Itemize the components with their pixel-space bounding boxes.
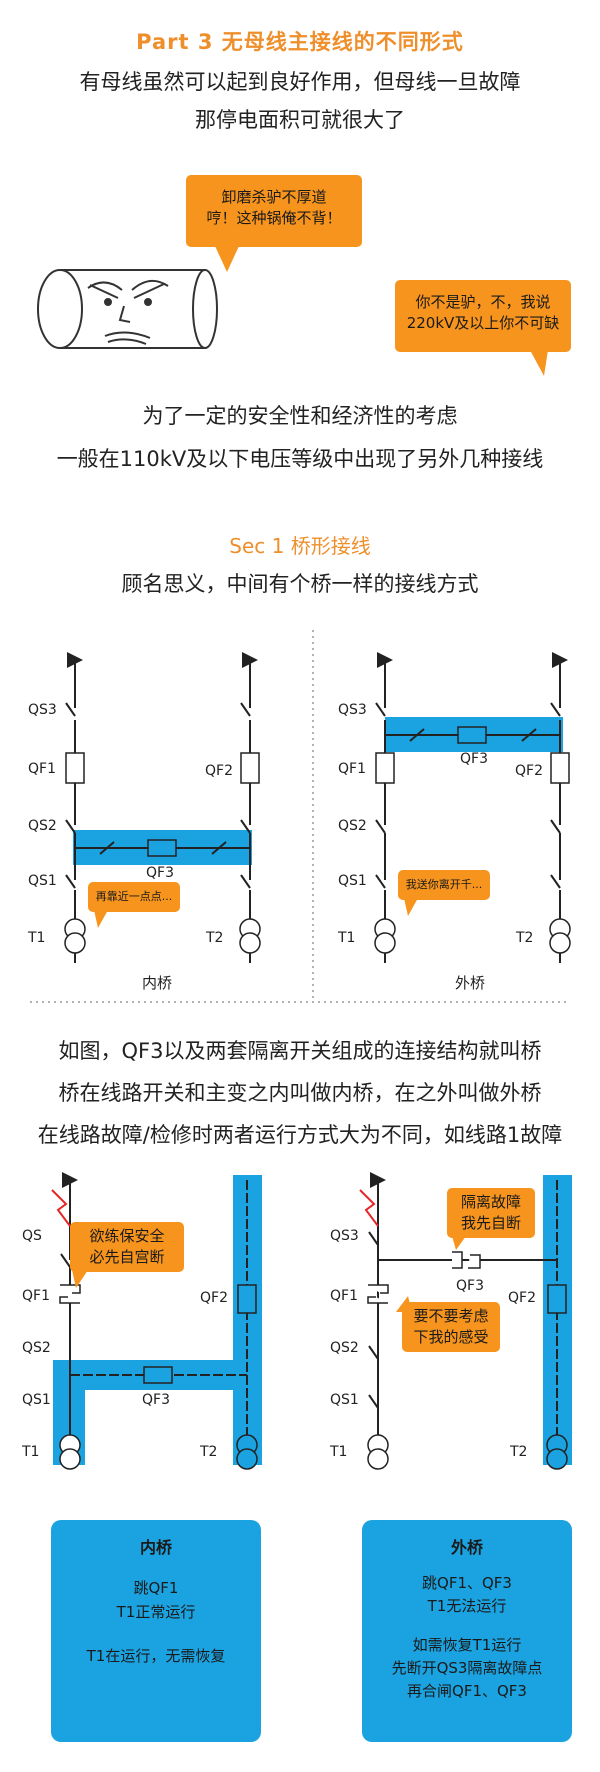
bubble-tail [396,1296,412,1312]
outer-fault-diagram: QS3 QF1 QF2 QS2 QS1 QF3 T1 T2 [329,1172,572,1470]
svg-text:QS3: QS3 [330,1228,359,1244]
bubble-text: 必先自宫断 [89,1248,165,1266]
svg-text:QF3: QF3 [460,751,488,767]
section-title: Sec 1 桥形接线 [229,534,371,558]
svg-text:T2: T2 [205,930,223,946]
summary-title: 外桥 [450,1538,483,1557]
outer-fault-bubble-2: 要不要考虑 下我的感受 [402,1302,500,1352]
svg-text:QS2: QS2 [28,818,57,834]
svg-text:QF3: QF3 [146,865,174,881]
reply-speech-bubble: 你不是驴，不，我说 220kV及以上你不可缺 [395,280,571,352]
svg-text:内桥: 内桥 [142,974,172,992]
svg-text:QF2: QF2 [515,763,543,779]
inner-bridge-diagram: QS3 QF1 QF2 QS2 QS1 QF3 T1 T2 内桥 [27,652,261,992]
outer-bridge-diagram: QS3 QF1 QF2 QS2 QS1 QF3 T1 T2 外桥 [337,652,571,992]
inner-fault-diagram: QS QF1 QF2 QS2 QS1 QF3 T1 T2 [21,1172,262,1470]
inner-bridge-bubble: 再靠近一点点... [88,882,180,912]
bubble-tail [215,246,239,272]
svg-text:T2: T2 [199,1444,217,1460]
svg-text:T2: T2 [515,930,533,946]
svg-text:T2: T2 [509,1444,527,1460]
bubble-text: 我先自断 [460,1214,521,1232]
summary-line: 如需恢复T1运行 [412,1636,522,1654]
summary-line: 再合闸QF1、QF3 [407,1682,527,1700]
bubble-text: 隔离故障 [460,1193,521,1211]
para2-line-2: 一般在110kV及以下电压等级中出现了另外几种接线 [56,447,544,471]
svg-text:QF3: QF3 [456,1278,484,1294]
svg-text:T1: T1 [329,1444,347,1460]
svg-text:QF3: QF3 [142,1392,170,1408]
svg-text:QS1: QS1 [338,873,367,889]
bubble-text: 下我的感受 [413,1328,489,1346]
svg-text:QS3: QS3 [28,702,57,718]
svg-text:T1: T1 [27,930,45,946]
bubble-text: 你不是驴，不，我说 [415,293,551,311]
summary-title: 内桥 [139,1538,172,1557]
bubble-tail [452,1236,466,1250]
bridge-diagrams: QS3 QF1 QF2 QS2 QS1 QF3 T1 T2 内桥 [27,630,571,1003]
svg-text:QS3: QS3 [338,702,367,718]
para3-line-2: 桥在线路开关和主变之内叫做内桥，在之外叫做外桥 [58,1081,542,1105]
svg-text:QS: QS [22,1228,42,1244]
svg-text:QF1: QF1 [22,1288,50,1304]
summary-line: T1正常运行 [116,1603,196,1621]
summary-line: 先断开QS3隔离故障点 [391,1659,543,1677]
para3-line-1: 如图，QF3以及两套隔离开关组成的连接结构就叫桥 [58,1039,542,1063]
intro-line-2: 那停电面积可就很大了 [195,108,405,132]
section-subtitle: 顾名思义，中间有个桥一样的接线方式 [121,572,479,596]
svg-text:QF2: QF2 [200,1290,228,1306]
svg-text:T1: T1 [337,930,355,946]
svg-text:QS2: QS2 [22,1340,51,1356]
bubble-tail [72,1270,88,1288]
para2-line-1: 为了一定的安全性和经济性的考虑 [142,404,458,428]
outer-fault-bubble-1: 隔离故障 我先自断 [447,1188,535,1238]
svg-text:QF2: QF2 [205,763,233,779]
svg-text:QF1: QF1 [28,761,56,777]
intro-line-1: 有母线虽然可以起到良好作用，但母线一旦故障 [79,70,521,94]
summary-line: T1无法运行 [427,1597,507,1615]
bubble-text: 220kV及以上你不可缺 [406,314,560,332]
bubble-text: 卸磨杀驴不厚道 [221,188,327,206]
angry-face-icon [87,279,169,345]
svg-text:QS1: QS1 [22,1392,51,1408]
svg-text:T1: T1 [21,1444,39,1460]
bubble-tail [404,898,418,916]
inner-fault-bubble: 欲练保安全 必先自宫断 [70,1222,184,1272]
summary-card-outer: 外桥 跳QF1、QF3 T1无法运行 如需恢复T1运行 先断开QS3隔离故障点 … [362,1520,572,1742]
outer-bridge-bubble: 我送你离开千... [398,870,490,900]
svg-text:外桥: 外桥 [455,974,485,992]
summary-line: 跳QF1、QF3 [422,1574,512,1592]
svg-text:QS1: QS1 [330,1392,359,1408]
svg-text:QF1: QF1 [330,1288,358,1304]
svg-text:QS2: QS2 [338,818,367,834]
svg-text:QF2: QF2 [508,1290,536,1306]
bus-speech-bubble: 卸磨杀驴不厚道 哼！这种锅俺不背！ [186,175,362,247]
summary-line: 跳QF1 [133,1579,179,1597]
svg-text:QS1: QS1 [28,873,57,889]
bubble-tail [94,910,108,928]
bubble-text: 欲练保安全 [89,1227,165,1245]
part-title: Part 3 无母线主接线的不同形式 [136,30,464,54]
svg-text:QS2: QS2 [330,1340,359,1356]
para3-line-3: 在线路故障/检修时两者运行方式大为不同，如线路1故障 [37,1123,563,1147]
bubble-text: 要不要考虑 [413,1307,489,1325]
bubble-tail [530,350,548,376]
svg-text:QF1: QF1 [338,761,366,777]
bubble-text: 哼！这种锅俺不背！ [206,209,342,227]
summary-card-inner: 内桥 跳QF1 T1正常运行 T1在运行，无需恢复 [51,1520,261,1742]
summary-line: T1在运行，无需恢复 [86,1647,226,1665]
fault-diagrams: QS QF1 QF2 QS2 QS1 QF3 T1 T2 QS3 QF1 QF2… [21,1172,572,1470]
busbar-cartoon [37,269,218,349]
